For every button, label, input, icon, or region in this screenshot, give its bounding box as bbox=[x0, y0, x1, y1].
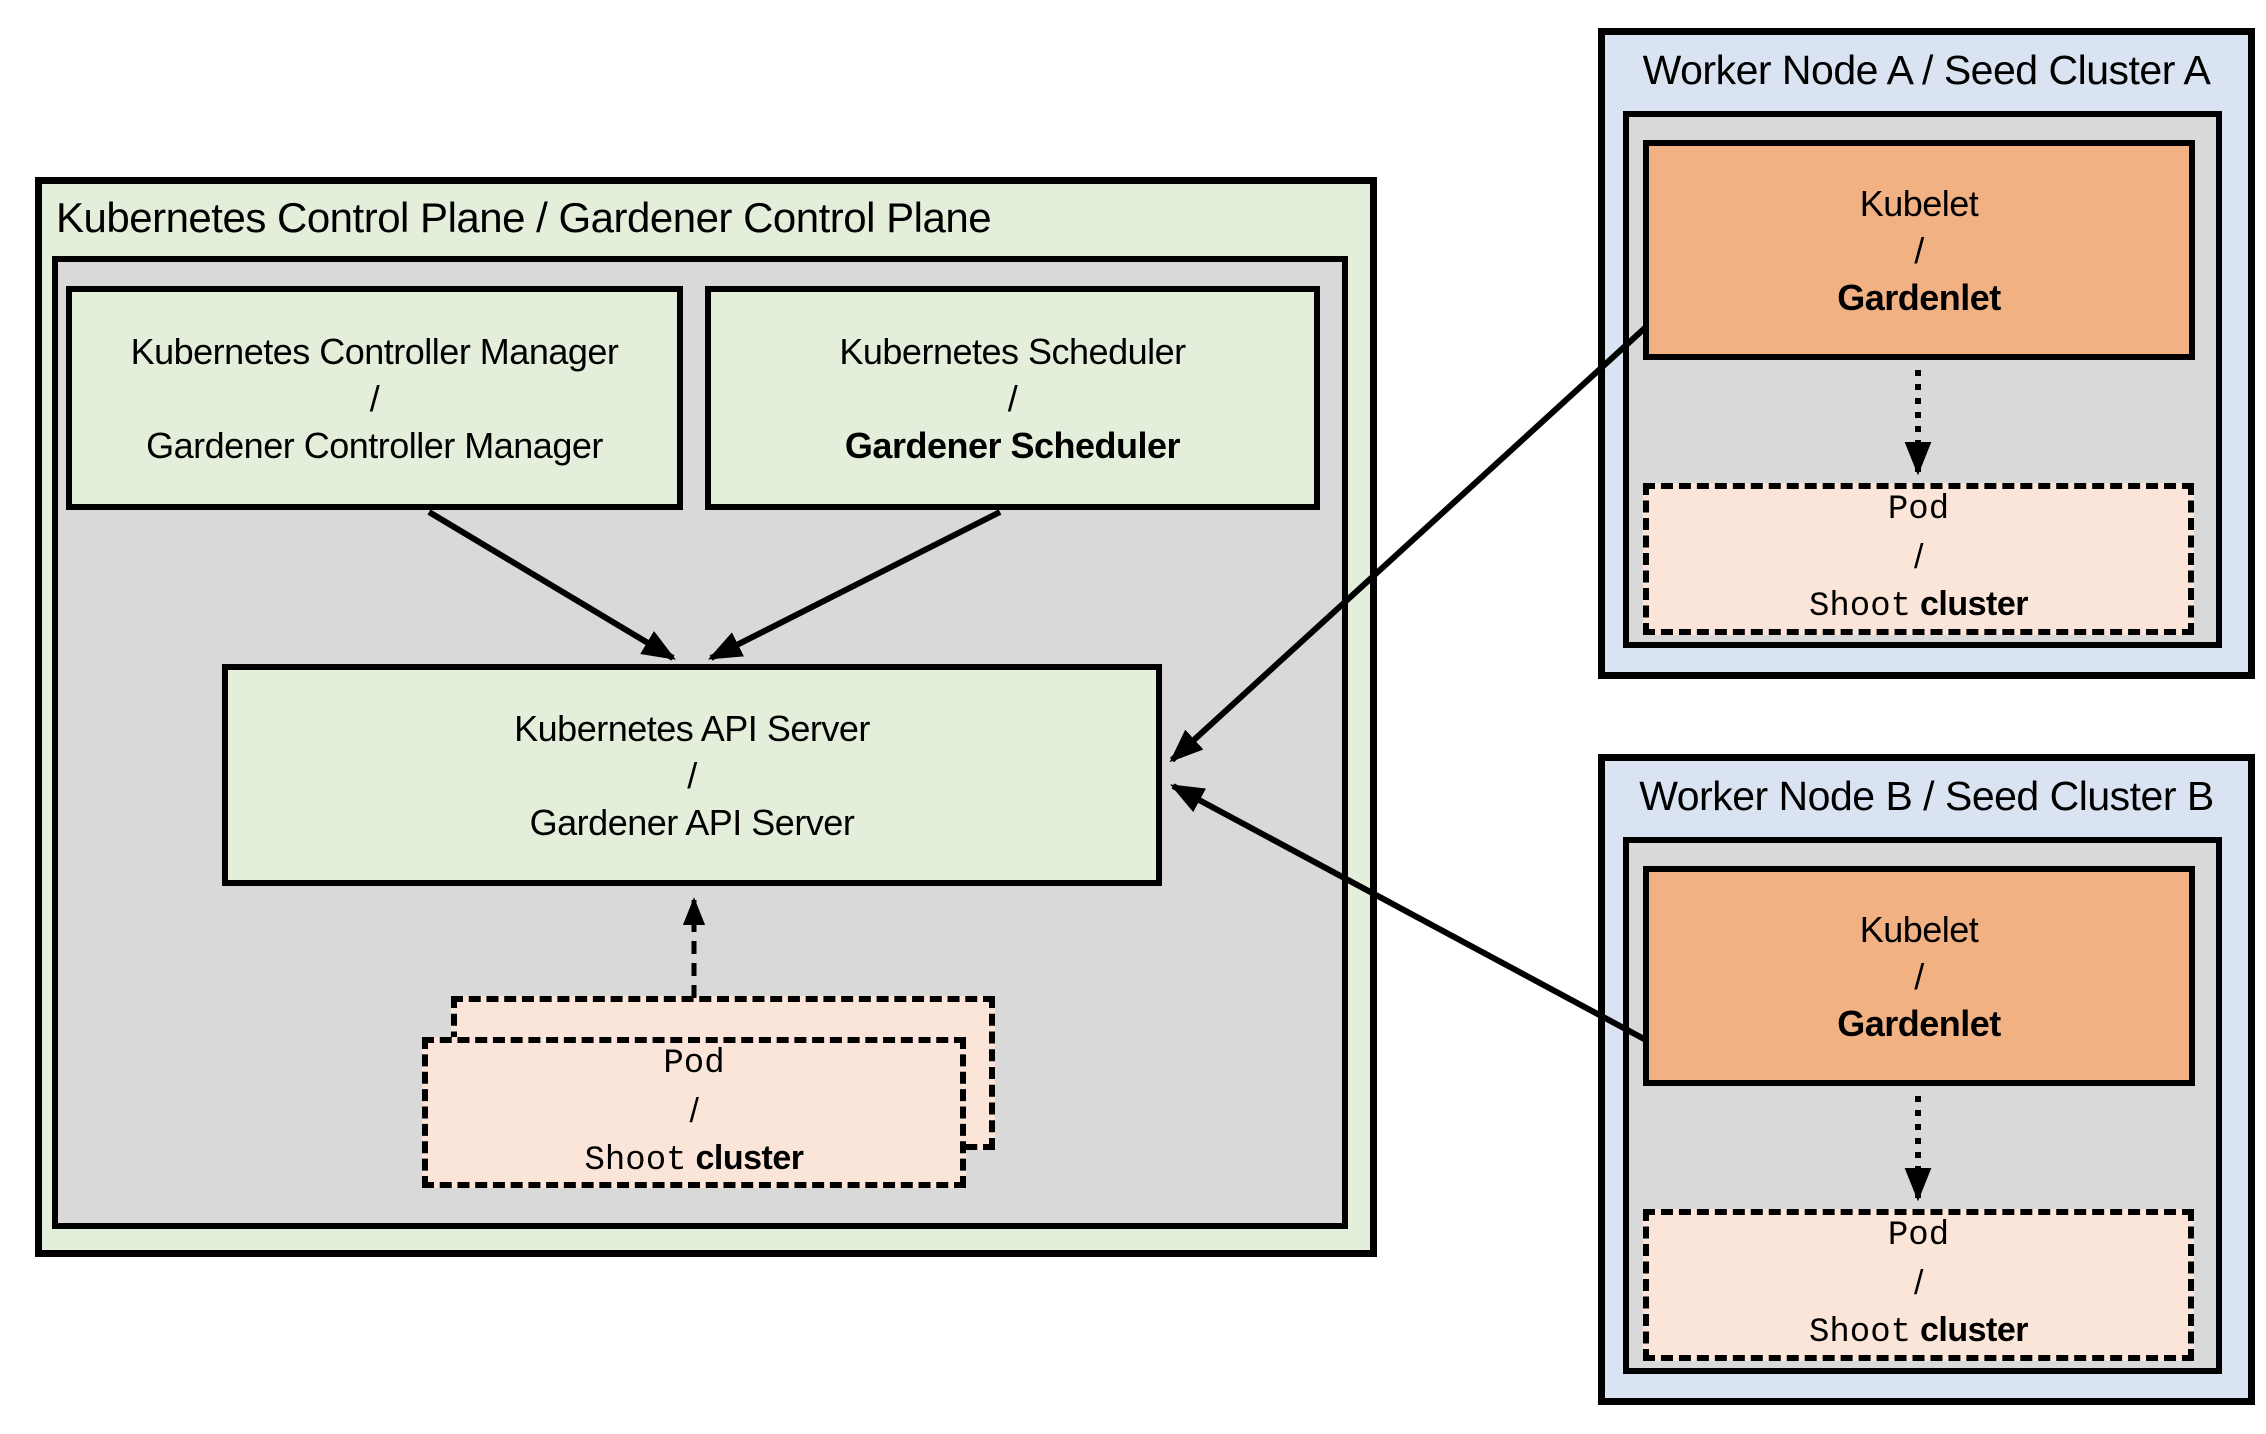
pod-b-line1: Pod bbox=[1887, 1217, 1950, 1255]
api-server-box: Kubernetes API Server / Gardener API Ser… bbox=[222, 664, 1162, 886]
kubelet-a-separator: / bbox=[1914, 229, 1924, 271]
api-server-line2: Gardener API Server bbox=[529, 801, 855, 843]
scheduler-line1: Kubernetes Scheduler bbox=[839, 330, 1186, 372]
cp-pod-line1: Pod bbox=[663, 1044, 725, 1083]
pod-a-shoot: Shoot bbox=[1809, 588, 1912, 626]
pod-a-separator: / bbox=[1914, 538, 1923, 576]
kubelet-b-box: Kubelet / Gardenlet bbox=[1643, 866, 2195, 1086]
pod-b-shoot: Shoot bbox=[1809, 1314, 1912, 1352]
controller-manager-separator: / bbox=[369, 377, 380, 419]
kubelet-a-line2: Gardenlet bbox=[1837, 276, 2001, 318]
kubelet-b-line2: Gardenlet bbox=[1837, 1002, 2001, 1044]
scheduler-box: Kubernetes Scheduler / Gardener Schedule… bbox=[705, 286, 1320, 510]
kubelet-b-separator: / bbox=[1914, 955, 1924, 997]
controller-manager-line1: Kubernetes Controller Manager bbox=[130, 330, 619, 372]
api-server-line1: Kubernetes API Server bbox=[514, 707, 870, 749]
api-server-separator: / bbox=[687, 754, 697, 796]
cp-pod-cluster: cluster bbox=[686, 1138, 804, 1177]
kubelet-a-box: Kubelet / Gardenlet bbox=[1643, 140, 2195, 360]
cp-pod-separator: / bbox=[689, 1091, 699, 1130]
kubelet-b-line1: Kubelet bbox=[1859, 908, 1979, 950]
pod-a-cluster: cluster bbox=[1911, 585, 2029, 623]
worker-node-a-title: Worker Node A / Seed Cluster A bbox=[1642, 47, 2211, 93]
pod-a-line1: Pod bbox=[1887, 491, 1950, 529]
worker-node-b-title: Worker Node B / Seed Cluster B bbox=[1639, 773, 2214, 819]
control-plane-title: Kubernetes Control Plane / Gardener Cont… bbox=[56, 194, 992, 241]
pod-b-separator: / bbox=[1914, 1264, 1923, 1302]
controller-manager-box: Kubernetes Controller Manager / Gardener… bbox=[66, 286, 683, 510]
scheduler-separator: / bbox=[1007, 377, 1018, 419]
controller-manager-line2: Gardener Controller Manager bbox=[146, 424, 603, 466]
pod-a-box: Pod / Shoot cluster bbox=[1643, 483, 2194, 635]
pod-b-cluster: cluster bbox=[1911, 1311, 2029, 1349]
scheduler-line2: Gardener Scheduler bbox=[844, 424, 1181, 466]
cp-pod-box-front: Pod / Shoot cluster bbox=[422, 1037, 966, 1188]
kubelet-a-line1: Kubelet bbox=[1859, 182, 1979, 224]
cp-pod-shoot: Shoot bbox=[584, 1141, 687, 1180]
pod-b-box: Pod / Shoot cluster bbox=[1643, 1209, 2194, 1361]
